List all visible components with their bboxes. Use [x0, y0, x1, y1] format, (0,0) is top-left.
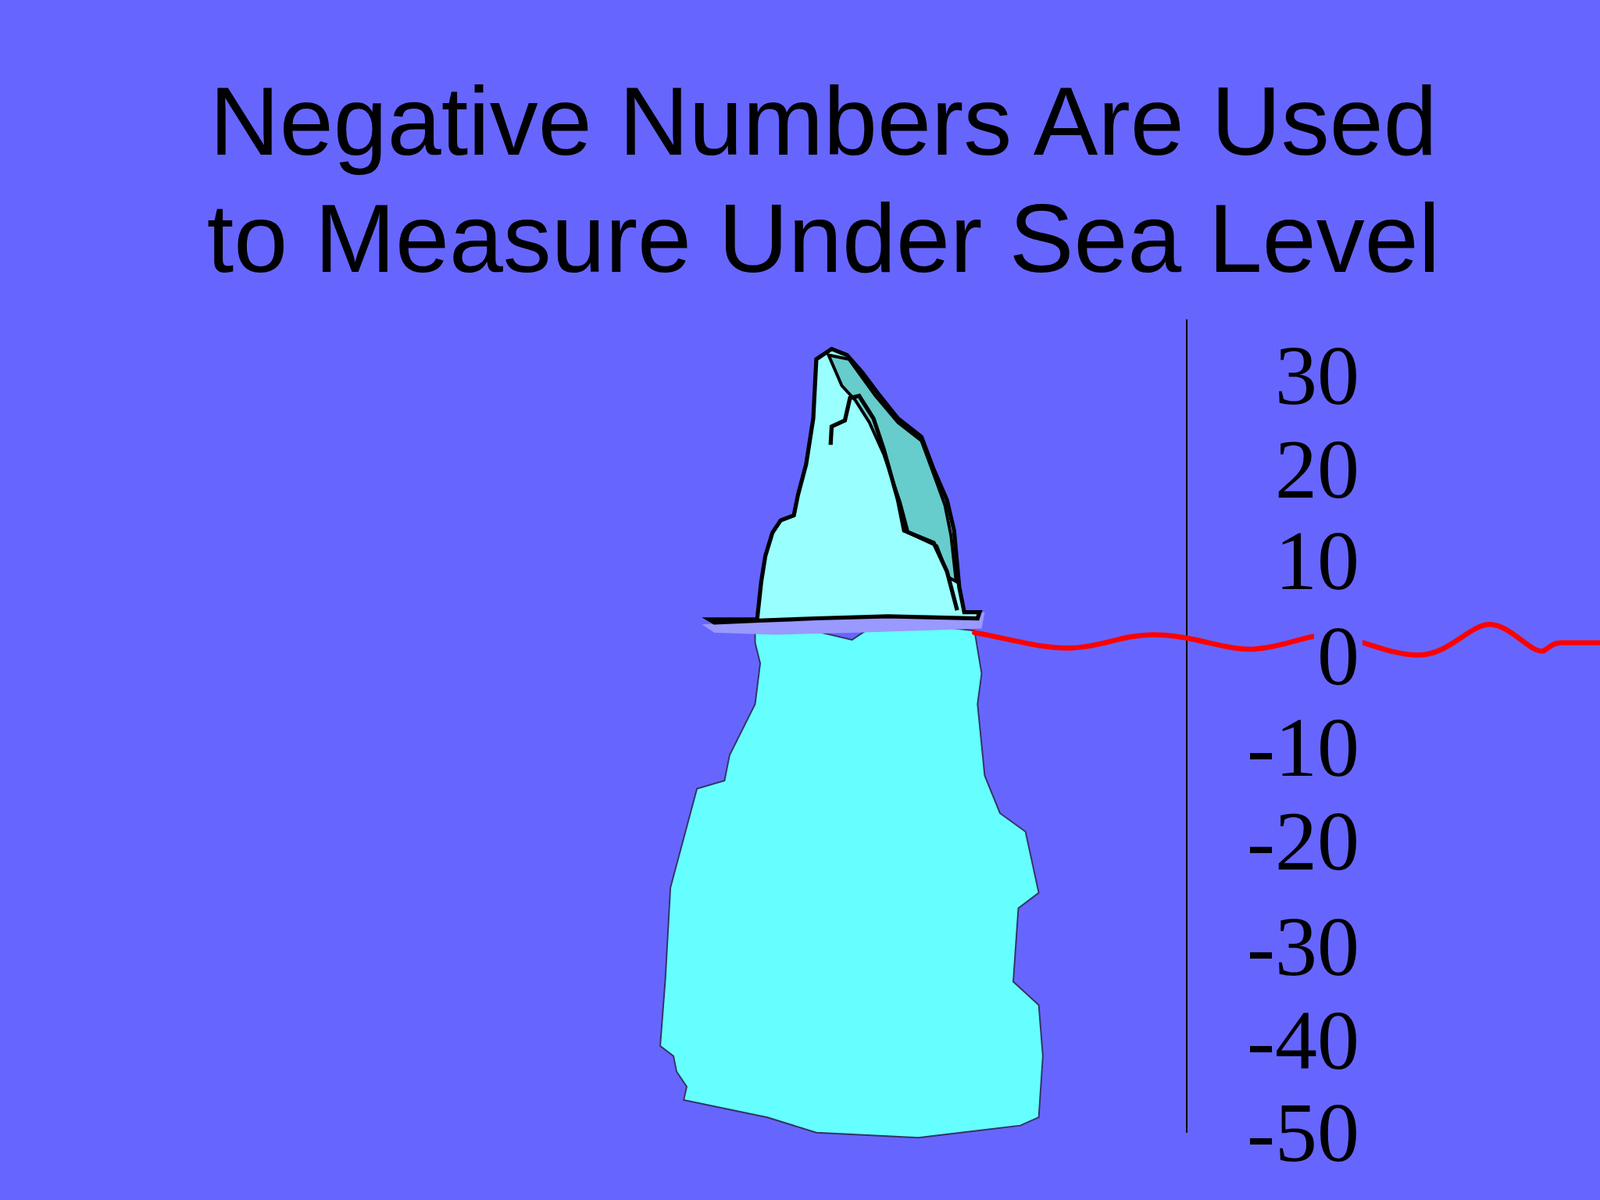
scale-number: -20	[1243, 794, 1363, 889]
scale-number: -40	[1243, 993, 1363, 1088]
scale-axis	[1185, 319, 1188, 1133]
scale-number: -50	[1243, 1085, 1363, 1180]
iceberg-ridge	[830, 396, 958, 611]
scale-number: -10	[1243, 700, 1363, 795]
slide-title: Negative Numbers Are Used to Measure Und…	[175, 62, 1472, 297]
scale-number: -30	[1243, 900, 1363, 994]
scale-number: 10	[1271, 514, 1363, 608]
iceberg-underwater	[660, 624, 1043, 1138]
scale-number: 0	[1314, 609, 1363, 704]
scale-number: 20	[1271, 422, 1363, 517]
scale-number: 30	[1271, 328, 1363, 423]
iceberg-tip	[709, 349, 980, 623]
sea-level-line	[974, 624, 1600, 655]
